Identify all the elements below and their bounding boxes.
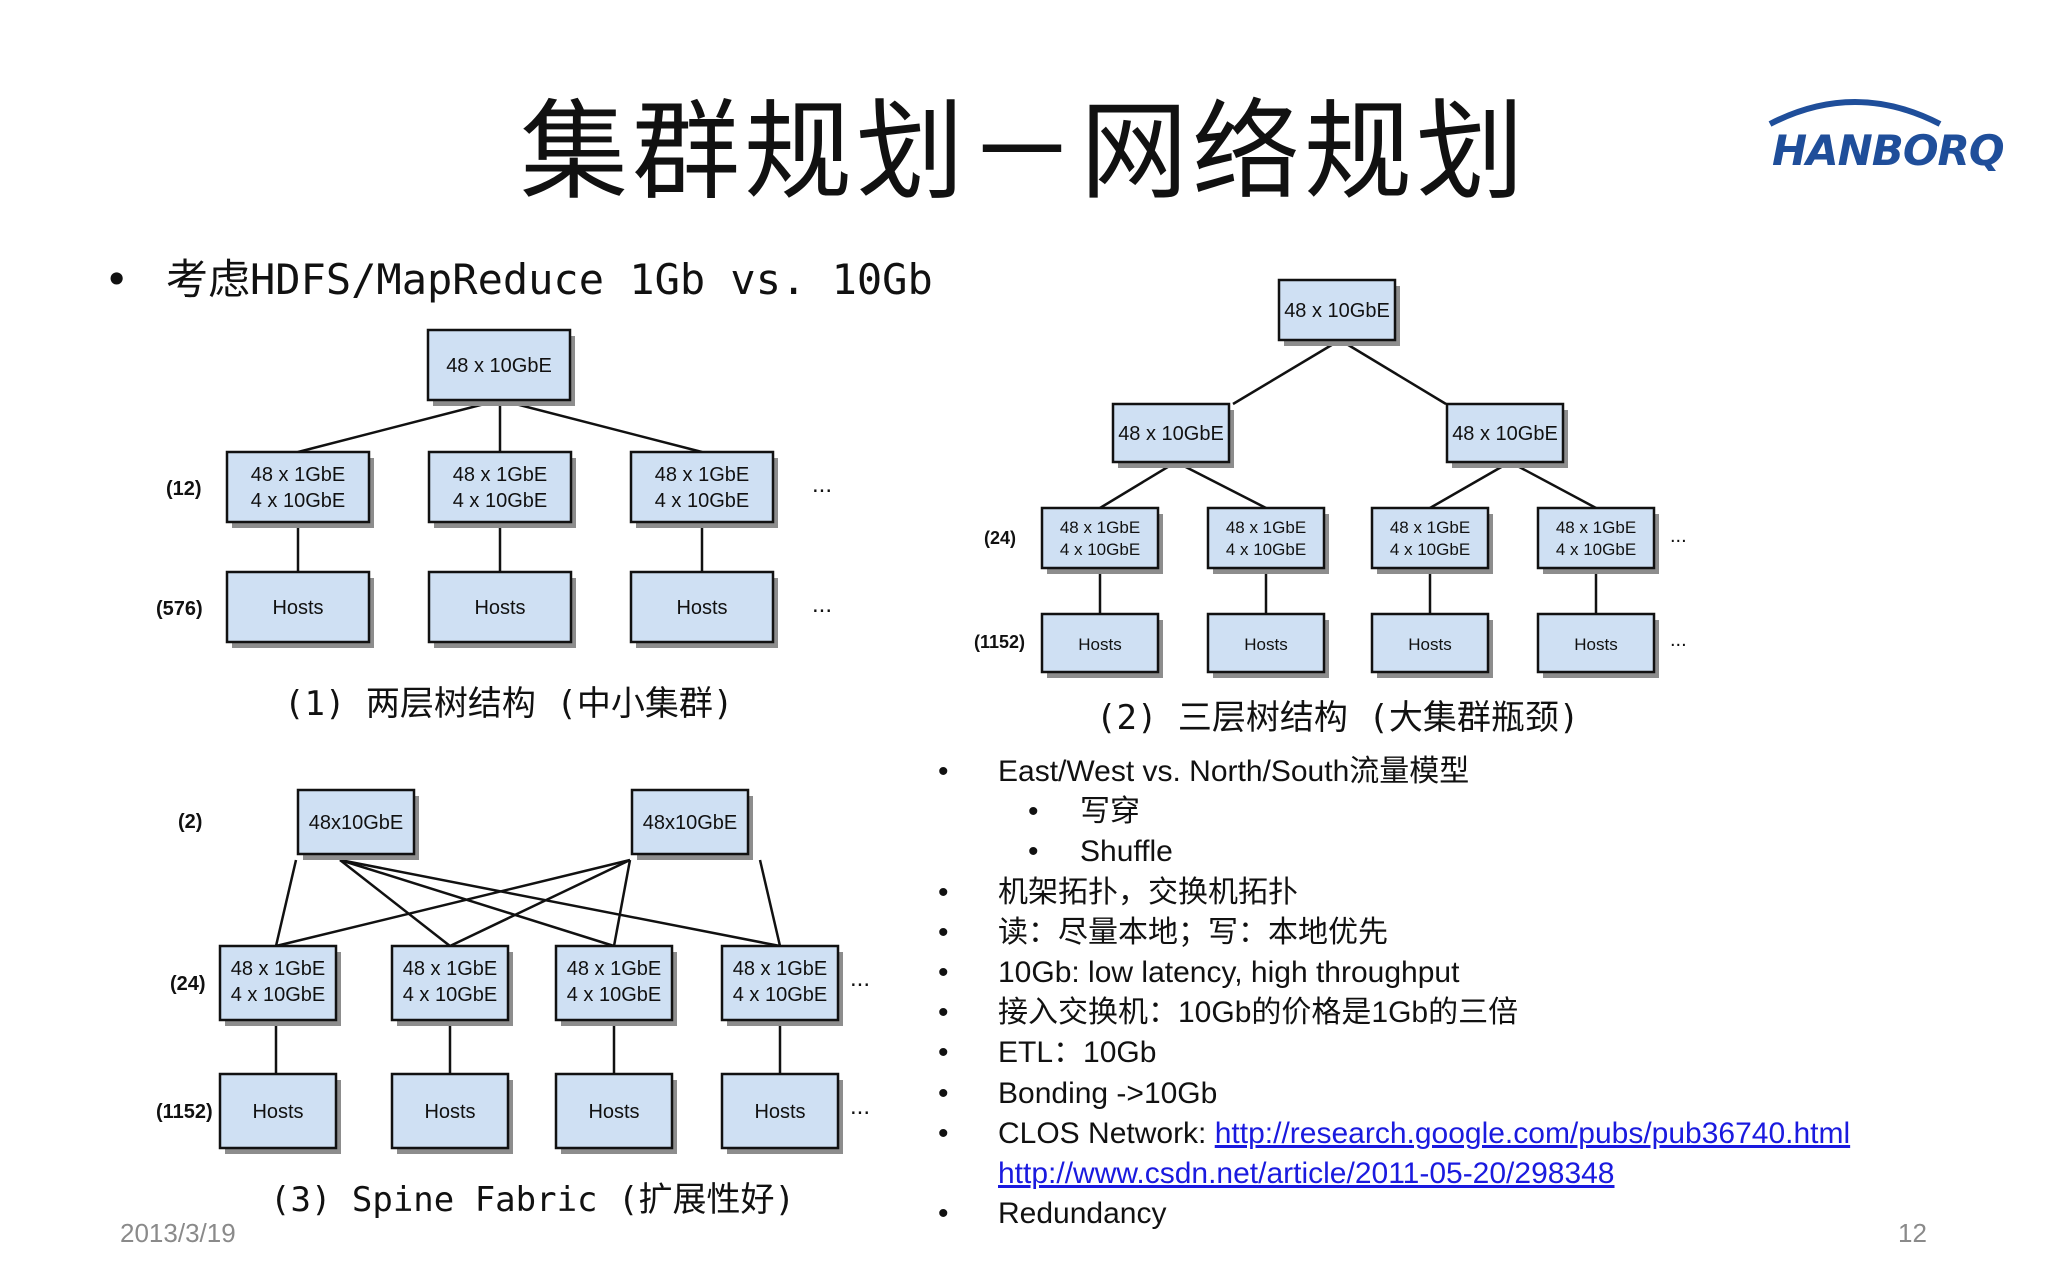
hosts-box: Hosts (1536, 612, 1659, 678)
hosts-box: Hosts (720, 1072, 843, 1154)
leaf-switch: 48 x 1GbE 4 x 10GbE (720, 944, 843, 1026)
aggregation-switch: 48 x 10GbE (1111, 402, 1234, 468)
svg-text:4 x 10GbE: 4 x 10GbE (453, 490, 548, 512)
svg-text:Hosts: Hosts (424, 1101, 475, 1123)
svg-text:48 x 1GbE: 48 x 1GbE (1226, 518, 1306, 537)
rack-switch: 48 x 1GbE 4 x 10GbE (225, 450, 374, 528)
svg-text:4 x 10GbE: 4 x 10GbE (1390, 540, 1470, 559)
hosts-box: Hosts (225, 570, 374, 648)
svg-text:Hosts: Hosts (474, 597, 525, 619)
svg-text:4 x 10GbE: 4 x 10GbE (733, 984, 828, 1006)
three-tier-diagram: 48 x 10GbE 48 x 10GbE 48 x 10GbE 48 x 1G… (970, 270, 1710, 690)
logo-arc-icon (1768, 99, 1942, 127)
slide-title: 集群规划－网络规划 (519, 90, 1528, 215)
svg-text:Hosts: Hosts (676, 597, 727, 619)
svg-text:Hosts: Hosts (252, 1101, 303, 1123)
hosts-box: Hosts (554, 1072, 677, 1154)
hosts-box: Hosts (390, 1072, 513, 1154)
row-label: (24) (984, 528, 1016, 548)
clos-paper-link[interactable]: http://research.google.com/pubs/pub36740… (1214, 1116, 1851, 1150)
diagram3-caption: (3) Spine Fabric (扩展性好) (270, 1180, 795, 1220)
row-label: (12) (166, 478, 202, 500)
row-label: (2) (178, 811, 202, 833)
svg-text:48x10GbE: 48x10GbE (643, 812, 738, 834)
rack-switch: 48 x 1GbE 4 x 10GbE (1040, 506, 1163, 574)
hanborq-logo: HANBORQ (1760, 88, 2005, 188)
page-number: 12 (1898, 1218, 1927, 1248)
aggregation-switch: 48 x 10GbE (1445, 402, 1568, 468)
ellipsis: ... (812, 471, 832, 498)
leaf-switch: 48 x 1GbE 4 x 10GbE (390, 944, 513, 1026)
main-bullet: • 考虑HDFS/MapReduce 1Gb vs. 10Gb (104, 252, 933, 308)
svg-text:48 x 1GbE: 48 x 1GbE (733, 958, 828, 980)
spine-switch: 48x10GbE (296, 788, 419, 860)
svg-text:48 x 10GbE: 48 x 10GbE (1284, 300, 1390, 322)
svg-text:4 x 10GbE: 4 x 10GbE (251, 490, 346, 512)
row-label: (1152) (974, 632, 1025, 652)
svg-text:48 x 1GbE: 48 x 1GbE (231, 958, 326, 980)
rack-switch: 48 x 1GbE 4 x 10GbE (629, 450, 778, 528)
core-label: 48 x 10GbE (446, 355, 552, 377)
spine-switch: 48x10GbE (630, 788, 753, 860)
spine-fabric-diagram: 48x10GbE 48x10GbE 48 x 1GbE 4 x 10GbE 48… (150, 770, 890, 1170)
ellipsis: ... (850, 965, 870, 992)
ellipsis: ... (1670, 629, 1687, 651)
row-label: (1152) (156, 1101, 213, 1123)
svg-text:48 x 1GbE: 48 x 1GbE (655, 464, 750, 486)
row-label: (24) (170, 973, 206, 995)
rack-switch: 48 x 1GbE 4 x 10GbE (1370, 506, 1493, 574)
svg-text:48 x 1GbE: 48 x 1GbE (1060, 518, 1140, 537)
leaf-switch: 48 x 1GbE 4 x 10GbE (554, 944, 677, 1026)
svg-text:Hosts: Hosts (1408, 635, 1451, 654)
hosts-box: Hosts (1370, 612, 1493, 678)
rack-switch: 48 x 1GbE 4 x 10GbE (1206, 506, 1329, 574)
csdn-article-link[interactable]: http://www.csdn.net/article/2011-05-20/2… (998, 1156, 1615, 1190)
svg-text:4 x 10GbE: 4 x 10GbE (403, 984, 498, 1006)
svg-text:48 x 1GbE: 48 x 1GbE (567, 958, 662, 980)
two-tier-diagram: 48 x 10GbE 48 x 1GbE 4 x 10GbE 48 x 1GbE… (140, 320, 900, 660)
hosts-box: Hosts (427, 570, 576, 648)
svg-text:4 x 10GbE: 4 x 10GbE (567, 984, 662, 1006)
svg-text:48 x 1GbE: 48 x 1GbE (453, 464, 548, 486)
svg-text:Hosts: Hosts (754, 1101, 805, 1123)
svg-text:Hosts: Hosts (1078, 635, 1121, 654)
row-label: (576) (156, 598, 203, 620)
logo-text: HANBORQ (1772, 126, 2005, 175)
svg-text:Hosts: Hosts (588, 1101, 639, 1123)
hosts-box: Hosts (218, 1072, 341, 1154)
svg-text:4 x 10GbE: 4 x 10GbE (231, 984, 326, 1006)
svg-text:48 x 1GbE: 48 x 1GbE (403, 958, 498, 980)
svg-text:48 x 10GbE: 48 x 10GbE (1452, 423, 1558, 445)
rack-switch: 48 x 1GbE 4 x 10GbE (427, 450, 576, 528)
ellipsis: ... (1670, 525, 1687, 547)
svg-text:Hosts: Hosts (1244, 635, 1287, 654)
footer-date: 2013/3/19 (120, 1218, 236, 1248)
bullet-dot: • (104, 255, 130, 304)
hosts-box: Hosts (1040, 612, 1163, 678)
svg-text:Hosts: Hosts (1574, 635, 1617, 654)
svg-text:48 x 1GbE: 48 x 1GbE (1390, 518, 1470, 537)
svg-text:4 x 10GbE: 4 x 10GbE (1556, 540, 1636, 559)
core-switch: 48 x 10GbE (1277, 278, 1400, 346)
hosts-box: Hosts (1206, 612, 1329, 678)
main-bullet-text: 考虑HDFS/MapReduce 1Gb vs. 10Gb (166, 255, 933, 304)
core-switch: 48 x 10GbE (426, 328, 575, 406)
svg-text:4 x 10GbE: 4 x 10GbE (1226, 540, 1306, 559)
diagram1-caption: (1) 两层树结构 (中小集群) (284, 684, 734, 724)
svg-text:48 x 10GbE: 48 x 10GbE (1118, 423, 1224, 445)
hosts-box: Hosts (629, 570, 778, 648)
svg-text:4 x 10GbE: 4 x 10GbE (655, 490, 750, 512)
svg-text:Hosts: Hosts (272, 597, 323, 619)
diagram2-caption: (2) 三层树结构 (大集群瓶颈) (1096, 698, 1580, 738)
ellipsis: ... (812, 591, 832, 618)
ellipsis: ... (850, 1093, 870, 1120)
svg-text:48x10GbE: 48x10GbE (309, 812, 404, 834)
svg-text:48 x 1GbE: 48 x 1GbE (251, 464, 346, 486)
leaf-switch: 48 x 1GbE 4 x 10GbE (218, 944, 341, 1026)
rack-switch: 48 x 1GbE 4 x 10GbE (1536, 506, 1659, 574)
svg-text:4 x 10GbE: 4 x 10GbE (1060, 540, 1140, 559)
svg-text:48 x 1GbE: 48 x 1GbE (1556, 518, 1636, 537)
